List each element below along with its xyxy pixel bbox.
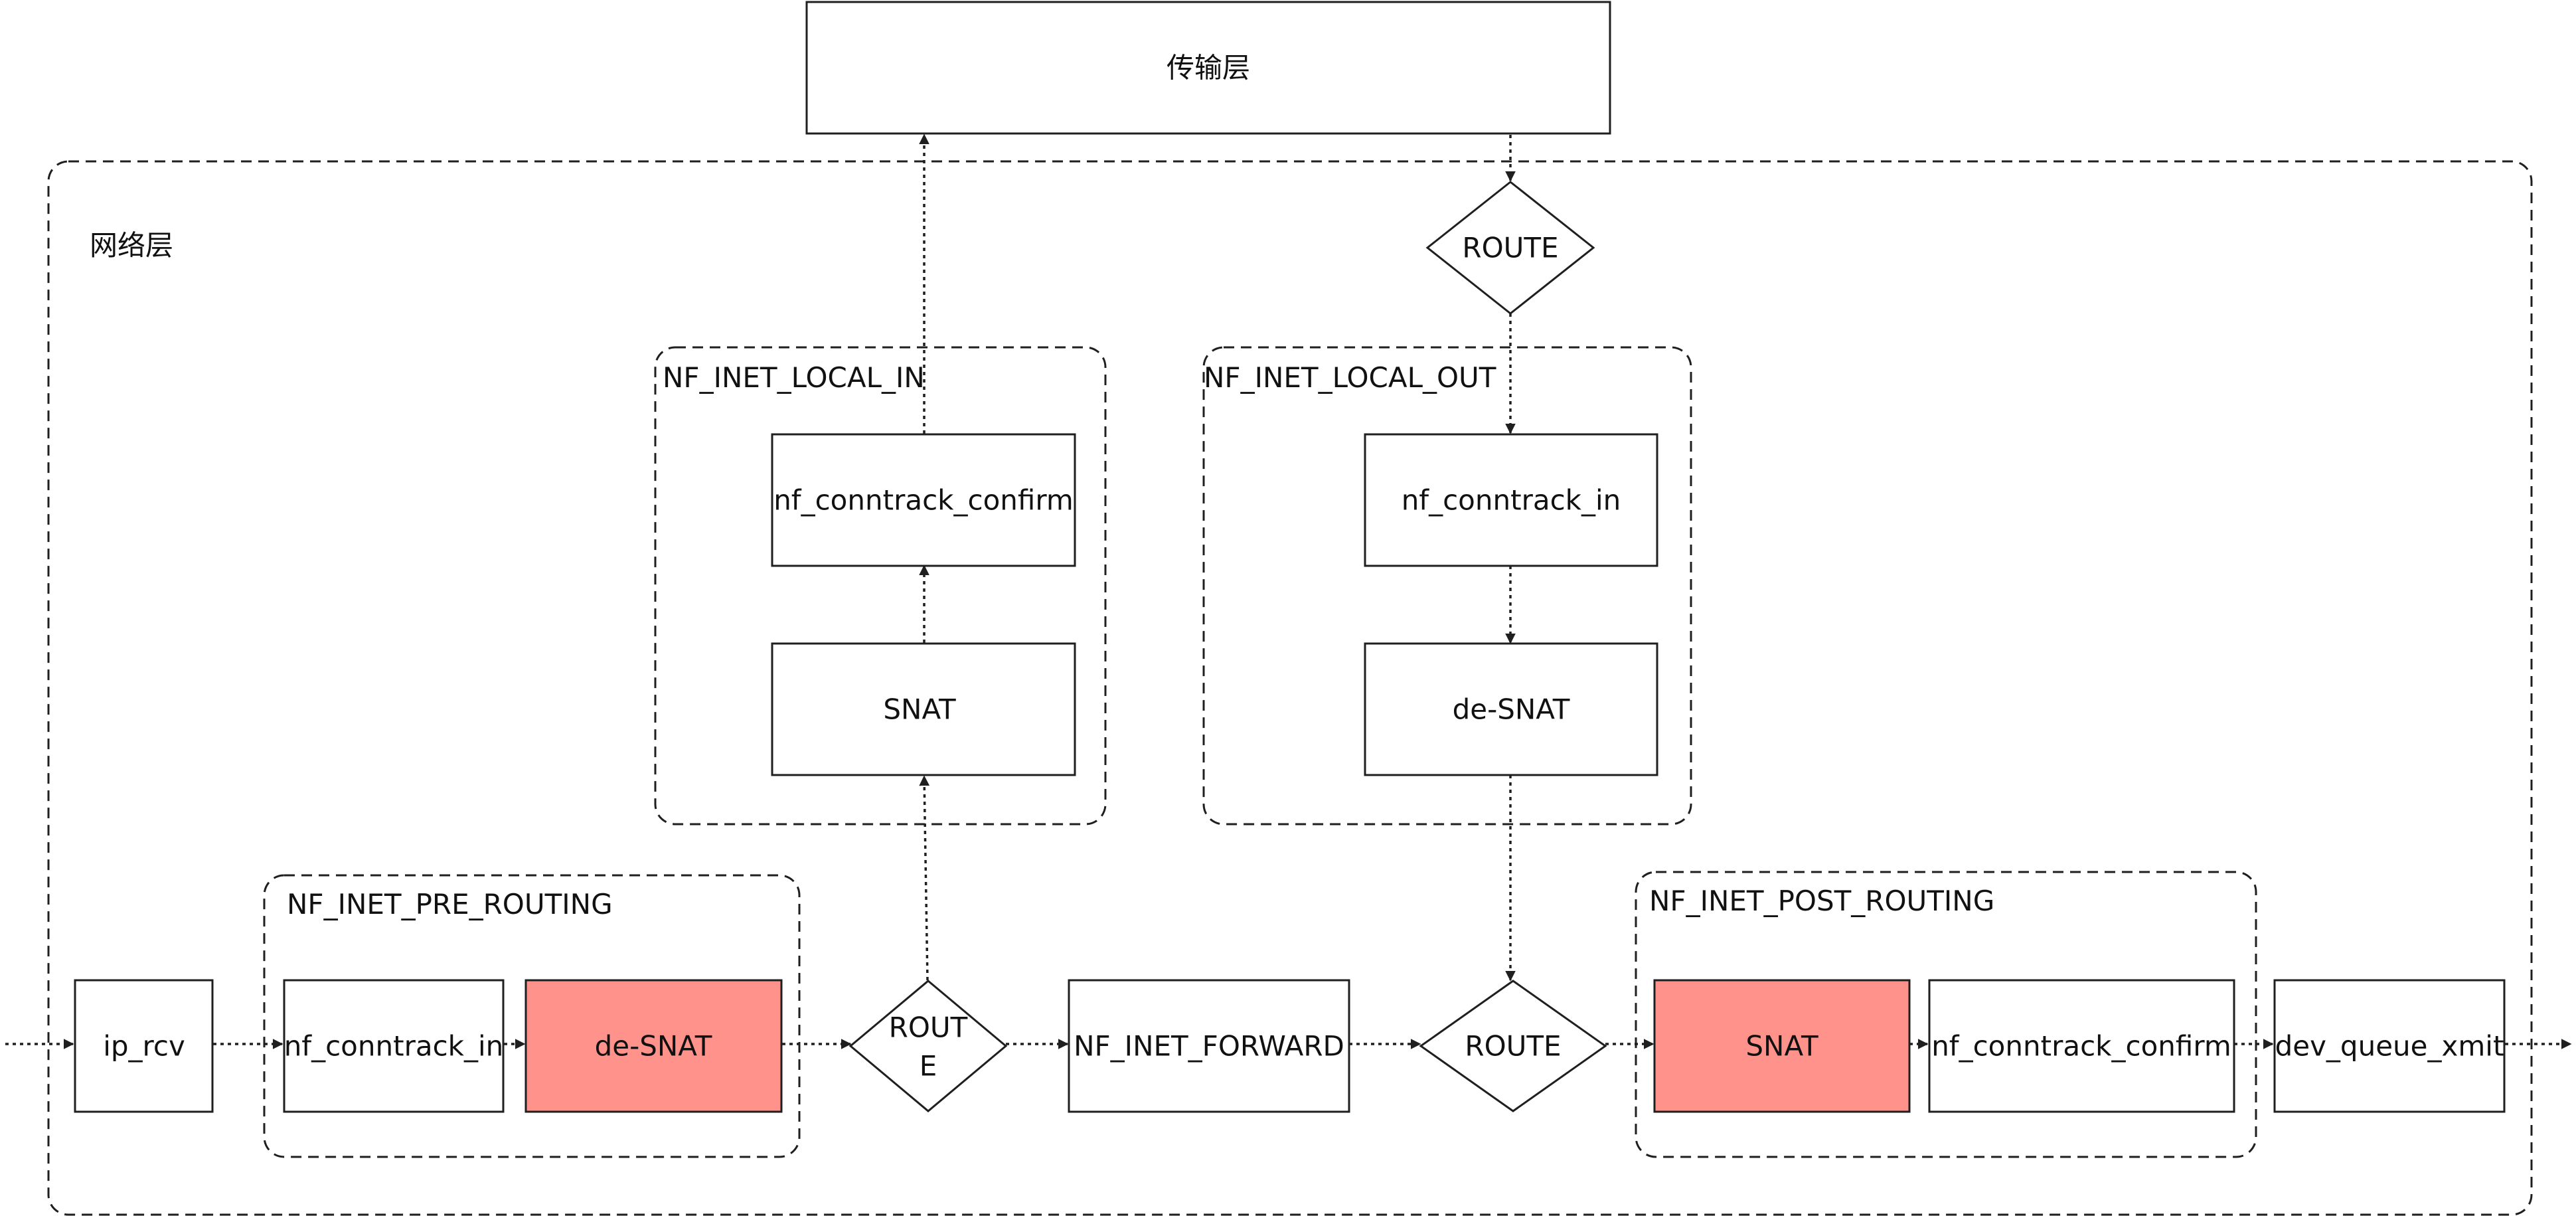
local-in-confirm-label: nf_conntrack_confirm [773, 484, 1074, 517]
post-snat-box [1653, 979, 1911, 1113]
local-out-route-diamond [1425, 181, 1595, 315]
network-layer-label: 网络层 [90, 229, 173, 262]
transport-layer-label: 传输层 [1167, 52, 1250, 84]
local-in-confirm-box [771, 433, 1076, 567]
pre-desnat-box [524, 979, 783, 1113]
ip-rcv-box [74, 979, 214, 1113]
forward-label: NF_INET_FORWARD [1074, 1030, 1344, 1063]
local-in-group-label: NF_INET_LOCAL_IN [663, 361, 925, 394]
post-routing-group-label: NF_INET_POST_ROUTING [1649, 885, 1994, 917]
local-out-route-label: ROUTE [1462, 232, 1558, 264]
post-routing-group [1635, 871, 2257, 1158]
pre-routing-group [263, 874, 801, 1158]
xmit-box [2273, 979, 2506, 1113]
post-route-diamond [1419, 980, 1607, 1112]
forward-box [1068, 979, 1350, 1113]
local-in-group [654, 346, 1107, 825]
route-in-label-line2: E [920, 1050, 937, 1083]
local-out-group [1202, 346, 1692, 825]
post-snat-label: SNAT [1745, 1030, 1818, 1063]
ip-rcv-label: ip_rcv [103, 1030, 185, 1063]
xmit-label: dev_queue_xmit [2275, 1030, 2504, 1063]
post-confirm-label: nf_conntrack_confirm [1931, 1030, 2231, 1063]
network-layer-container [47, 160, 2533, 1216]
local-in-snat-label: SNAT [883, 693, 956, 726]
pre-routing-group-label: NF_INET_PRE_ROUTING [287, 888, 613, 920]
local-out-desnat-label: de-SNAT [1453, 693, 1570, 726]
local-in-snat-box [771, 642, 1076, 776]
pre-desnat-label: de-SNAT [595, 1030, 712, 1063]
route-in-diamond [848, 980, 1008, 1112]
flow-route-to-local-in-snat [919, 775, 930, 981]
local-out-group-label: NF_INET_LOCAL_OUT [1204, 361, 1496, 394]
pre-conntrack-in-label: nf_conntrack_in [284, 1030, 504, 1063]
transport-layer-box [805, 1, 1611, 135]
local-out-desnat-box [1364, 642, 1658, 776]
local-out-conntrack-in-label: nf_conntrack_in [1402, 484, 1621, 517]
post-confirm-box [1928, 979, 2235, 1113]
route-in-label-line1: ROUT [889, 1011, 968, 1044]
post-route-label: ROUTE [1465, 1030, 1561, 1063]
pre-conntrack-in-box [283, 979, 505, 1113]
local-out-conntrack-in-box [1364, 433, 1658, 567]
